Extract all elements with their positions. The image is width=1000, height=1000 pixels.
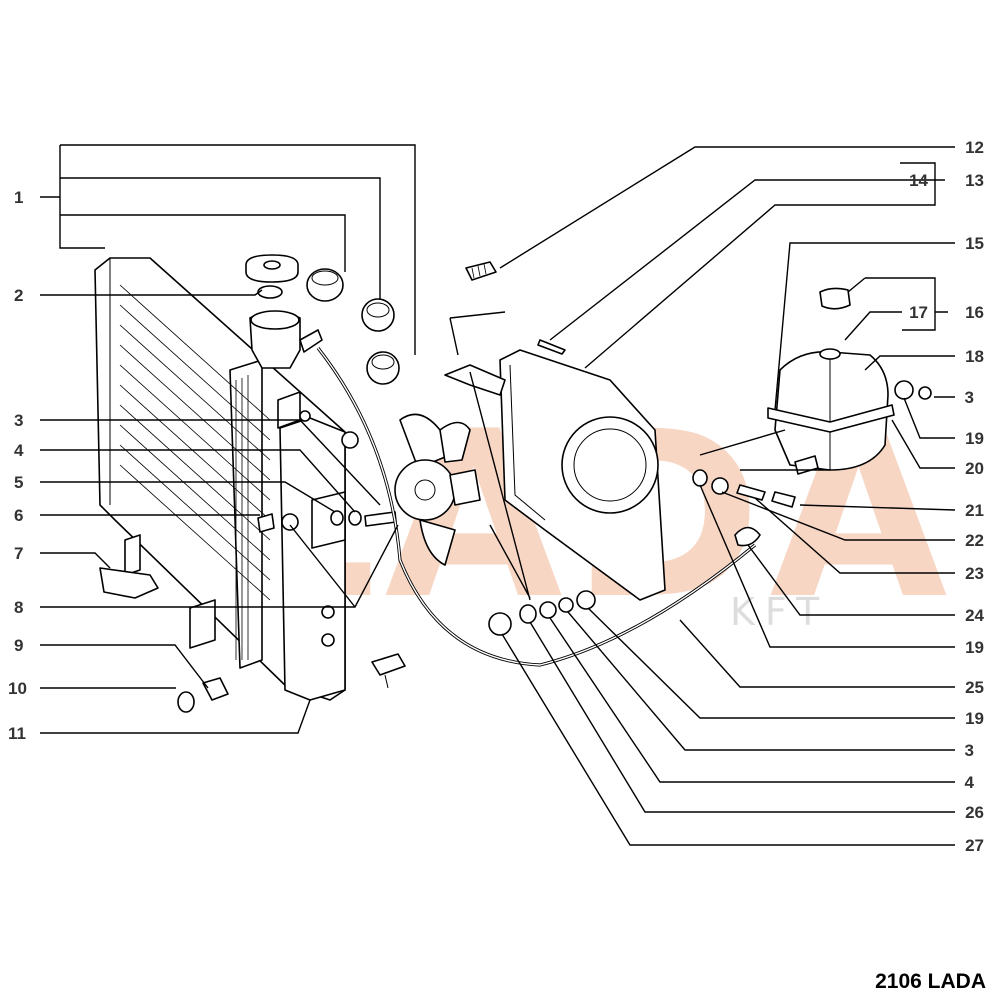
temperature-sensor xyxy=(371,653,406,689)
callout-1: 1 xyxy=(14,188,23,207)
callout-19-a: 19 xyxy=(965,429,984,448)
callout-2: 2 xyxy=(14,286,23,305)
callout-22: 22 xyxy=(965,531,984,550)
callout-25: 25 xyxy=(965,678,984,697)
callout-8: 8 xyxy=(14,598,23,617)
leader-lines xyxy=(40,144,956,846)
fastener-stack xyxy=(488,590,596,636)
callout-10: 10 xyxy=(8,679,27,698)
callout-3: 3 xyxy=(14,411,23,430)
callout-7: 7 xyxy=(14,544,23,563)
footer-title: 2106 LADA xyxy=(875,970,986,993)
expansion-tank xyxy=(767,287,895,475)
callout-26: 26 xyxy=(965,803,984,822)
callout-3-right: 3 xyxy=(965,388,974,407)
callout-13: 13 xyxy=(965,171,984,190)
tank-fittings xyxy=(692,380,932,547)
radiator xyxy=(94,257,359,701)
callout-15: 15 xyxy=(965,234,984,253)
bushing xyxy=(257,510,397,533)
callout-19-c: 19 xyxy=(965,709,984,728)
fan-shroud xyxy=(444,339,666,601)
callout-20: 20 xyxy=(965,459,984,478)
callout-9: 9 xyxy=(14,636,23,655)
radiator-cap xyxy=(245,254,299,299)
callout-16: 16 xyxy=(965,303,984,322)
callout-11: 11 xyxy=(8,724,26,743)
bolt xyxy=(465,261,497,281)
callout-12: 12 xyxy=(965,138,984,157)
fan-motor xyxy=(394,413,481,566)
callouts-left: 1 2 3 4 5 6 7 8 9 10 11 xyxy=(8,188,27,743)
callout-6: 6 xyxy=(14,506,23,525)
watermark-subtext: KFT xyxy=(730,590,829,634)
callout-23: 23 xyxy=(965,564,984,583)
callout-18: 18 xyxy=(965,347,984,366)
callout-4-low: 4 xyxy=(965,773,975,792)
callout-19-b: 19 xyxy=(965,638,984,657)
hose xyxy=(316,347,757,667)
callout-17: 17 xyxy=(909,303,928,322)
callout-3-low: 3 xyxy=(965,741,974,760)
callout-14: 14 xyxy=(909,171,928,190)
callout-5: 5 xyxy=(14,473,23,492)
callout-21: 21 xyxy=(965,501,984,520)
callout-4: 4 xyxy=(14,441,24,460)
drain-plug xyxy=(177,677,229,713)
mount-bracket xyxy=(99,567,159,599)
grommets xyxy=(306,268,400,385)
callout-24: 24 xyxy=(965,606,984,625)
callouts-right: 12 13 14 15 16 17 18 3 19 20 21 22 23 24… xyxy=(909,138,984,855)
callout-27: 27 xyxy=(965,836,984,855)
